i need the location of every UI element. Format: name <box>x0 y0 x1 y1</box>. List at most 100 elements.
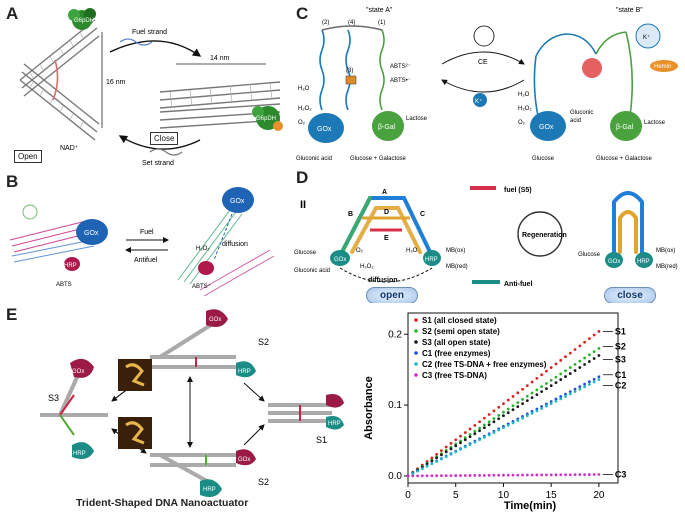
hrp-label-s1: HRP <box>328 421 341 427</box>
data-point <box>597 330 601 333</box>
h2o-label-d: H₂O <box>406 248 418 254</box>
gox-label-left: GOx <box>84 230 99 237</box>
data-point <box>425 474 429 478</box>
data-point <box>583 356 586 360</box>
hrp-label-d-open: HRP <box>425 257 438 263</box>
panel-a: A 16 nm 14 nm G6pDH G6pDH <box>0 0 290 168</box>
series-end-label: S3 <box>615 355 626 365</box>
hrp-label-d-close: HRP <box>637 259 650 265</box>
fuel-label-d: fuel (S5) <box>504 187 532 194</box>
strand-2-label: (2) <box>322 20 329 26</box>
data-point <box>497 473 501 477</box>
s2-label-bottom: S2 <box>258 477 269 487</box>
data-point <box>516 405 520 409</box>
data-point <box>540 390 544 394</box>
strand-4-label: (4) <box>348 20 355 26</box>
s1-label: S1 <box>316 435 327 445</box>
data-point <box>459 474 462 477</box>
data-point <box>525 394 529 398</box>
h2o2-label-d: H₂O₂ <box>360 264 374 270</box>
antifuel-label-b: Antifuel <box>134 257 158 264</box>
data-point <box>573 362 577 366</box>
data-point <box>540 385 544 389</box>
h2o-label-c-a: H₂O <box>298 86 310 92</box>
y-tick-label: 0.2 <box>388 329 402 340</box>
x-tick-label: 5 <box>453 490 459 501</box>
x-tick-label: 0 <box>405 490 411 501</box>
panel-c-label: C <box>296 4 309 23</box>
data-point <box>497 417 501 421</box>
panel-c-illustration: "state A" "state B" (2) (4) (1) (3) GOx … <box>296 7 678 162</box>
data-point <box>430 462 434 466</box>
data-point <box>564 375 567 378</box>
gluconic-label-c-b: Gluconic <box>570 110 593 116</box>
o2-label-c-b: O₂ <box>518 120 526 126</box>
data-point <box>511 408 515 412</box>
data-point <box>559 378 563 381</box>
data-point <box>545 387 548 391</box>
fuel-strand-label: Fuel strand <box>132 29 167 36</box>
data-point <box>468 435 472 439</box>
data-point <box>525 473 529 477</box>
data-point <box>540 373 544 377</box>
data-point <box>487 413 491 416</box>
data-point <box>440 457 443 461</box>
hemin-label-c: Hemin <box>654 64 671 70</box>
data-point <box>564 369 567 373</box>
bgal-label-c-a: β-Gal <box>378 124 396 131</box>
data-point <box>530 473 534 477</box>
gluconic-acid-label-d: Gluconic acid <box>294 268 330 274</box>
data-point <box>554 362 558 366</box>
data-point <box>459 441 462 445</box>
panel-a-illustration: 16 nm 14 nm G6pDH G6pDH Fuel strand Set … <box>19 8 283 167</box>
data-point <box>540 473 544 477</box>
data-point <box>587 380 591 384</box>
antifuel-label-d: Anti-fuel <box>504 281 532 288</box>
data-point <box>592 357 596 360</box>
data-point <box>482 435 486 439</box>
data-point <box>573 369 577 372</box>
data-point <box>545 382 548 385</box>
data-point <box>468 443 472 447</box>
regeneration-label: Regeneration <box>522 232 567 239</box>
data-point <box>516 391 520 395</box>
data-point <box>597 354 601 357</box>
data-point <box>420 474 424 478</box>
data-point <box>482 423 486 427</box>
data-point <box>583 363 586 366</box>
data-point <box>530 411 534 415</box>
data-point <box>449 474 453 477</box>
data-point <box>487 423 491 427</box>
data-point <box>573 390 577 394</box>
data-point <box>416 474 419 478</box>
kplus-label-c: K⁺ <box>475 98 482 105</box>
g6pdh-label: G6pDH <box>256 116 276 122</box>
data-point <box>535 409 539 413</box>
legend-entry: S1 (all closed state) <box>422 316 497 325</box>
data-point <box>478 429 481 433</box>
panel-e-illustration: GOx HRP S3 GOx HRP S2 GOx HRP S2 <box>40 309 344 497</box>
data-point <box>473 423 477 427</box>
state-close-box: Close <box>150 132 179 145</box>
data-point <box>444 455 448 459</box>
data-point <box>578 359 582 363</box>
data-point <box>549 400 553 403</box>
data-point <box>482 416 486 420</box>
lactose-label-c-b: Lactose <box>644 120 666 126</box>
data-point <box>597 378 601 381</box>
gox-label-d-close: GOx <box>608 259 620 265</box>
gox-label-d-open: GOx <box>334 257 346 263</box>
data-point <box>459 439 462 443</box>
h2o-label-c-b: H₂O <box>518 92 530 98</box>
s3-label: S3 <box>48 393 59 403</box>
data-point <box>568 390 572 394</box>
data-point <box>473 429 477 433</box>
data-point <box>583 473 586 477</box>
data-point <box>411 474 415 478</box>
data-point <box>511 404 515 408</box>
panel-b-label: B <box>6 172 19 191</box>
nad-label: NAD⁺ <box>60 145 79 152</box>
data-point <box>549 384 553 388</box>
panel-b-illustration: GOx HRP ABTS Fuel Antifuel GOx diffusion… <box>9 187 275 297</box>
